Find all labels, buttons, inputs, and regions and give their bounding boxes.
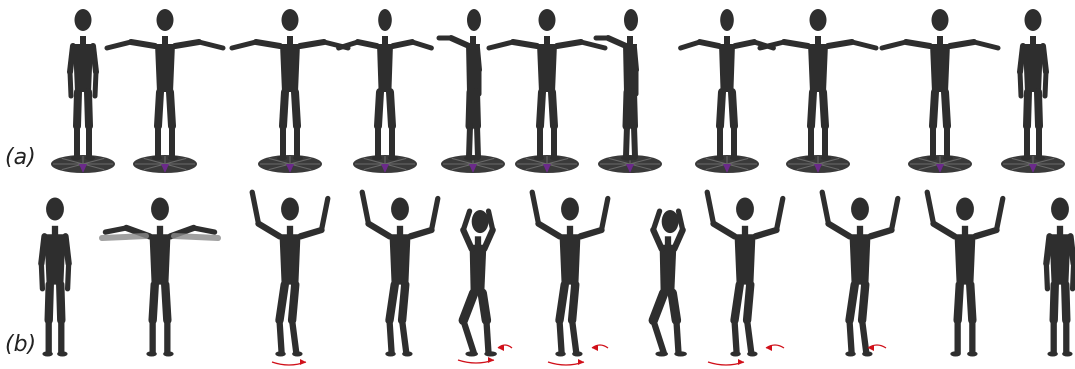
foot-rotation-arrow: [766, 345, 784, 351]
figure-side: [596, 9, 662, 173]
row-a-turntable-sequence: [0, 0, 1075, 185]
figure-crouch: [463, 210, 497, 356]
foot-rotation-arrow: [592, 345, 608, 351]
pedestal-disc: [51, 155, 115, 173]
figure-t-pose: [489, 9, 605, 173]
pedestal-disc: [515, 155, 579, 173]
figure-side: [439, 9, 505, 173]
pedestal-disc: [908, 155, 972, 173]
pedestal-disc: [258, 155, 322, 173]
figure-t-pose-turned: [339, 9, 432, 173]
figure-dance: [822, 192, 898, 356]
figure-t-pose: [232, 9, 348, 173]
figure-arms-up: [927, 192, 1003, 356]
figure-canvas: [0, 0, 1075, 185]
figure-t-pose: [760, 9, 876, 173]
figure-dance: [362, 192, 438, 356]
figure-neutral: [41, 197, 68, 356]
figure-t-pose: [882, 9, 998, 173]
figure-neutral-clipped: [1046, 197, 1073, 356]
figure-dance: [252, 192, 328, 356]
foot-rotation-arrow: [708, 359, 744, 365]
pedestal-disc: [1001, 155, 1065, 173]
foot-rotation-arrow: [548, 359, 584, 365]
figure-t-pose-turned: [681, 9, 774, 173]
pedestal-disc: [695, 155, 759, 173]
pedestal-disc: [786, 155, 850, 173]
row-b-dance-sequence: [0, 188, 1075, 369]
figure-arms-raise: [105, 197, 214, 356]
figure-crouch: [653, 210, 687, 356]
pedestal-disc: [353, 155, 417, 173]
figure-t-pose: [107, 9, 223, 173]
figure-neutral: [1001, 9, 1065, 173]
figure-canvas: [0, 188, 1075, 369]
panel-label-a: (a): [5, 145, 36, 170]
foot-rotation-arrow: [498, 345, 512, 351]
foot-rotation-arrow: [272, 359, 306, 365]
foot-rotation-arrow: [458, 357, 494, 363]
figure-dance: [707, 192, 783, 356]
panel-label-b: (b): [5, 332, 36, 357]
figure-dance: [532, 192, 608, 356]
pedestal-disc: [133, 155, 197, 173]
foot-rotation-arrow: [868, 345, 886, 351]
figure-neutral: [51, 9, 115, 173]
